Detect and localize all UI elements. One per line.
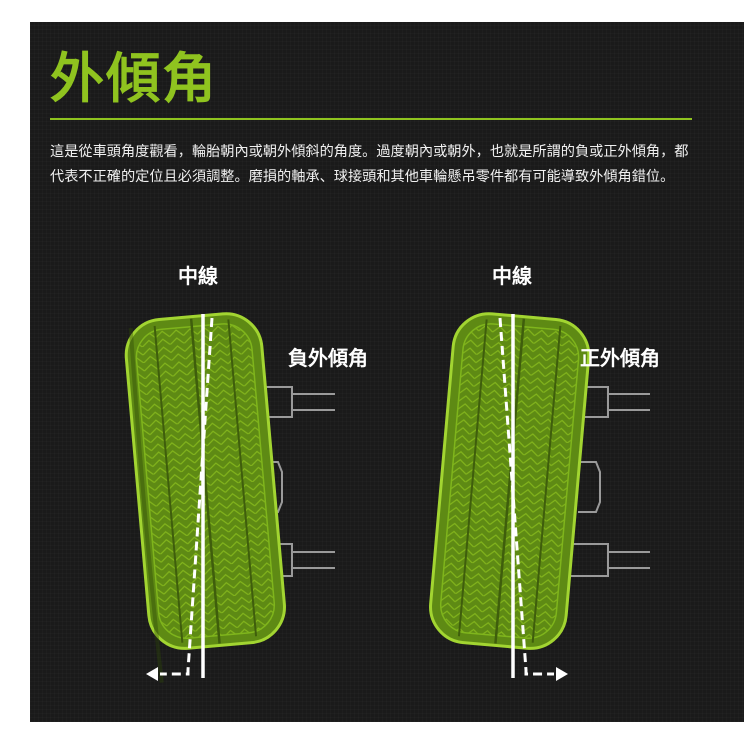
title-divider (50, 118, 692, 120)
tire-icon (124, 312, 286, 683)
negative-camber-label: 負外傾角 (288, 346, 368, 370)
negative-camber-illustration (124, 312, 335, 683)
right-centerline-label: 中線 (492, 264, 532, 288)
camber-diagram (124, 312, 650, 683)
suspension-arm-icon (570, 386, 650, 577)
arrow-right-icon (556, 667, 568, 681)
positive-camber-illustration (429, 312, 650, 681)
left-centerline-label: 中線 (178, 264, 218, 288)
camber-info-panel: 外傾角 這是從車頭角度觀看，輪胎朝內或朝外傾斜的角度。過度朝內或朝外，也就是所謂… (30, 22, 744, 722)
tilt-axis-dashed-line (160, 317, 214, 676)
positive-camber-label: 正外傾角 (580, 346, 660, 370)
tire-icon (429, 312, 591, 650)
tilt-axis-dashed-line (498, 317, 554, 676)
arrow-left-icon (146, 667, 158, 681)
suspension-arm-icon (258, 386, 335, 577)
page-title: 外傾角 (50, 47, 218, 110)
description-text: 這是從車頭角度觀看，輪胎朝內或朝外傾斜的角度。過度朝內或朝外，也就是所謂的負或正… (50, 144, 689, 185)
